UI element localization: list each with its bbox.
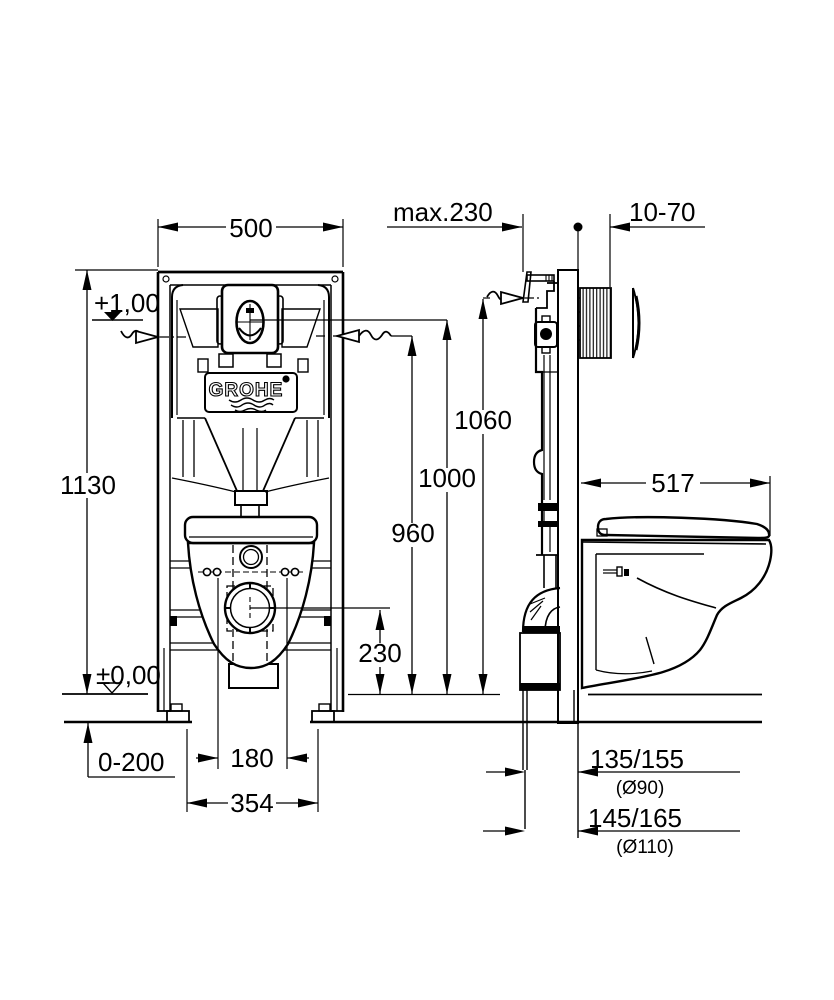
dim-outlet-offset-1: 135/155 [590, 744, 684, 774]
dim-floor-adjust: 0-200 [98, 747, 165, 777]
dim-frame-height: 1130 [60, 470, 116, 500]
dim-outlet-dia-2: (Ø110) [616, 837, 674, 858]
registered-mark-icon [282, 375, 290, 383]
dim-outlet-dia-1: (Ø90) [616, 778, 665, 799]
grohe-logo-text: GROHE [209, 380, 284, 401]
grohe-logo: GROHE [204, 372, 298, 413]
dimensions [57, 214, 771, 836]
front-view-frame [156, 270, 345, 712]
flush-actuator [197, 283, 309, 373]
dim-inlet-height: 1060 [454, 405, 512, 435]
level-plus-label: +1,00 [94, 288, 160, 318]
dim-bowl-depth: 517 [651, 468, 694, 498]
dim-actuator-height: 1000 [418, 463, 476, 493]
level-zero-label: ±0,00 [96, 660, 161, 690]
floor-lines [62, 693, 762, 724]
cistern-front [171, 284, 330, 519]
dim-depth-max: max.230 [393, 197, 493, 227]
dim-wall-range: 10-70 [629, 197, 696, 227]
dim-supply-height: 960 [391, 518, 434, 548]
dim-outlet-height: 230 [358, 638, 401, 668]
dim-frame-bottom-width: 354 [230, 788, 273, 818]
dim-bolt-spacing: 180 [230, 743, 273, 773]
toilet-bowl-front [183, 515, 319, 689]
dim-frame-width: 500 [229, 213, 272, 243]
dim-outlet-offset-2: 145/165 [588, 803, 682, 833]
side-view [519, 269, 641, 838]
toilet-bowl-side [580, 515, 773, 690]
